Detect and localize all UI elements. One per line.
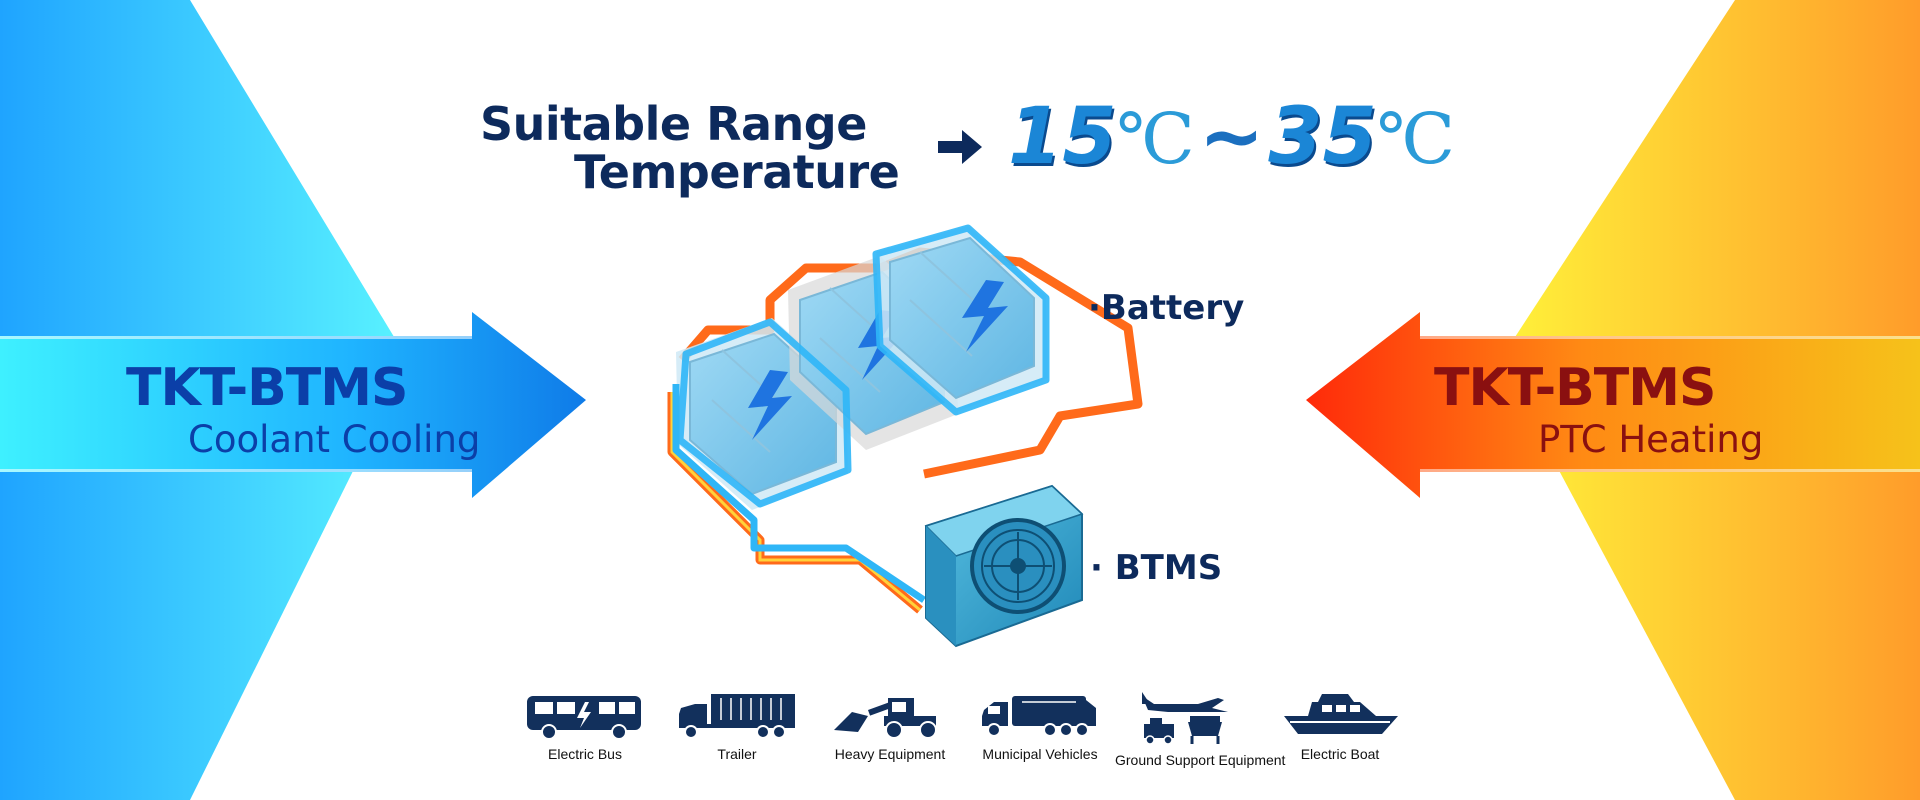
battery-pack-illustration (667, 224, 1143, 648)
range-low: 15 (1008, 92, 1117, 182)
right-title: TKT-BTMS (1434, 358, 1716, 418)
heading-line-2: Temperature (574, 145, 900, 199)
heading-line-1: Suitable Range (480, 97, 867, 151)
vehicle-applications: Electric Bus Trailer (510, 690, 1410, 790)
vehicle-label: Ground Support Equipment (1115, 752, 1286, 768)
vehicle-label: Electric Bus (548, 746, 622, 762)
range-separator: ~ (1198, 92, 1265, 182)
bus-icon (527, 696, 641, 740)
vehicle-electric-bus: Electric Bus (510, 690, 660, 762)
vehicle-trailer: Trailer (662, 690, 812, 762)
vehicle-label: Heavy Equipment (834, 746, 946, 762)
vehicle-municipal: Municipal Vehicles (965, 690, 1115, 762)
range-high-unit: ℃ (1376, 98, 1456, 180)
coolant-cooling-label: TKT-BTMS Coolant Cooling (126, 358, 526, 462)
range-high: 35 (1268, 92, 1377, 182)
warm-arrow (1306, 312, 1920, 498)
vehicle-electric-boat: Electric Boat (1265, 690, 1415, 762)
boat-icon (1284, 694, 1398, 734)
range-low-unit: ℃ (1116, 98, 1195, 180)
vehicle-label: Municipal Vehicles (982, 746, 1098, 762)
right-subtitle: PTC Heating (1538, 418, 1764, 461)
left-title: TKT-BTMS (126, 358, 408, 418)
trailer-truck-icon (679, 694, 795, 739)
arrow-right-icon (938, 130, 982, 164)
loader-icon (834, 698, 937, 739)
battery-callout: ·Battery (1088, 288, 1245, 328)
airplane-ground-support-icon (1142, 692, 1228, 745)
vehicle-label: Electric Boat (1300, 746, 1380, 762)
garbage-truck-icon (982, 696, 1096, 737)
left-subtitle: Coolant Cooling (188, 418, 481, 461)
temperature-range: 15℃~35℃ (1008, 92, 1455, 182)
ptc-heating-label: TKT-BTMS PTC Heating (1434, 358, 1834, 462)
cool-arrow (0, 312, 586, 498)
vehicle-heavy-equipment: Heavy Equipment (815, 690, 965, 762)
vehicle-ground-support: Ground Support Equipment (1115, 690, 1286, 768)
btms-callout: · BTMS (1090, 548, 1223, 588)
suitable-range-heading: Suitable Range Temperature (480, 100, 920, 196)
vehicle-label: Trailer (717, 746, 757, 762)
